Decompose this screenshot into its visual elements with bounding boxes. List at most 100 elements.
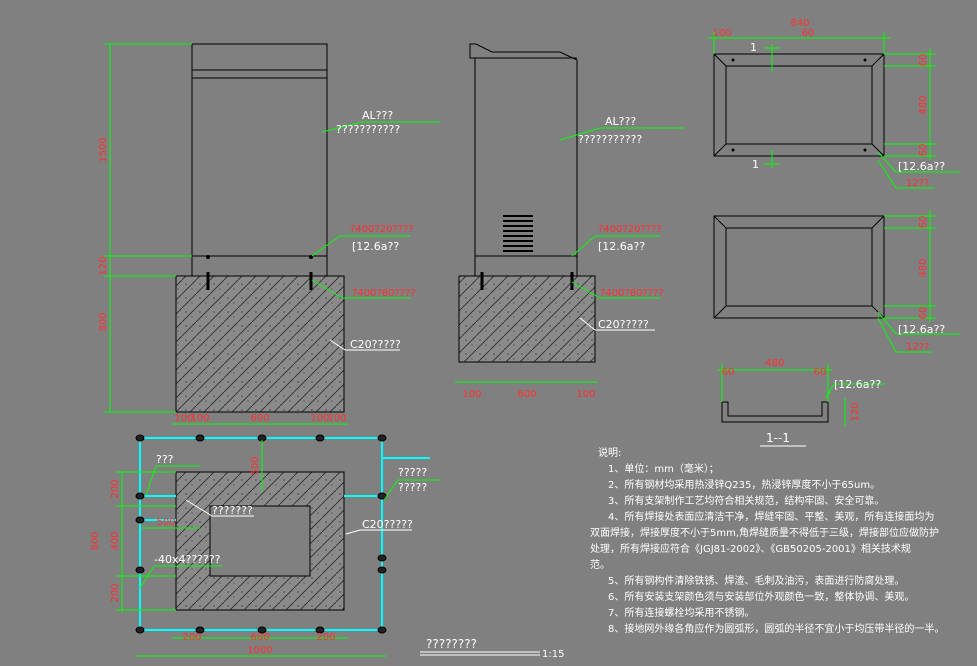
- box-label: AL???: [362, 109, 393, 122]
- note-line: 1、单位：mm（毫米）；: [608, 462, 719, 475]
- leader-line: [321, 121, 363, 133]
- plan-view: 800 200 400 200 500 500 200 600 200 1000…: [90, 434, 564, 660]
- frame-inner: [725, 65, 873, 145]
- plan-opening: [209, 505, 311, 577]
- channel-label: [12.6a??: [898, 160, 945, 173]
- frame-outer: [713, 53, 885, 157]
- note-line: 双面焊接，焊接厚度不小于5mm,角焊缝质量不得低于三级，焊接部位应做防护: [590, 526, 939, 539]
- dim-label: 200: [110, 583, 121, 602]
- dim-label: 500: [156, 517, 175, 528]
- ground-electrodes: [135, 434, 387, 634]
- leader-line: [877, 159, 897, 189]
- front-view: 1500 120 800 100 100 600 100 100 AL??? ?…: [98, 43, 440, 425]
- section-title: 1--1: [766, 431, 790, 445]
- concrete-label: C20?????: [350, 338, 401, 351]
- dim-label: 800: [90, 531, 101, 550]
- electrode-icon: [135, 566, 145, 574]
- dim-label: 60: [918, 307, 929, 320]
- dim-label: 840: [790, 18, 809, 29]
- leader-line: [139, 565, 155, 589]
- bolt-bottom-label: ?400?80????: [352, 288, 416, 299]
- frame-corner: [713, 305, 727, 319]
- frame-corner: [713, 143, 727, 157]
- dim-label: 100: [174, 413, 193, 424]
- box-sub-label: ???????????: [578, 133, 642, 146]
- dim-label: 100: [576, 389, 595, 400]
- dim-label: 1000: [247, 645, 272, 656]
- leader-line: [383, 479, 399, 501]
- channel-label: [12.6a??: [898, 323, 945, 336]
- frame-corner: [713, 215, 727, 229]
- dim-label: 800: [98, 312, 109, 331]
- ground-electrode-label: ???: [156, 453, 174, 466]
- channel-label: [12.6a??: [834, 378, 881, 391]
- dim-label: 100: [190, 413, 209, 424]
- concrete-label: C20?????: [362, 518, 413, 531]
- electrode-icon: [377, 434, 387, 442]
- dim-label: 100: [327, 413, 346, 424]
- dim-label: 500: [250, 456, 261, 475]
- plan-title: ????????: [426, 637, 477, 651]
- electrode-icon: [195, 626, 205, 634]
- inner-label: ???????: [212, 504, 253, 517]
- leader-line: [311, 279, 343, 299]
- front-box: [191, 43, 328, 257]
- notes-block: 说明: 1、单位：mm（毫米）； 2、所有钢材均采用热浸锌Q235，热浸锌厚度不…: [590, 446, 944, 635]
- dim-label: 400: [110, 531, 121, 550]
- electrode-icon: [257, 626, 267, 634]
- bolt-top-label: ?400?20????: [350, 224, 414, 235]
- electrode-icon: [377, 492, 387, 500]
- bolt-hole-icon: [863, 58, 867, 62]
- frame-corner: [871, 143, 885, 157]
- dim-label: 60: [918, 54, 929, 67]
- leader-line: [877, 317, 897, 353]
- note-line: 2、所有钢材均采用热浸锌Q235，热浸锌厚度不小于65um。: [608, 478, 880, 491]
- electrode-icon: [377, 626, 387, 634]
- channel-sub-label: 12??: [906, 342, 929, 353]
- leader-line: [145, 465, 157, 496]
- electrode-icon: [135, 516, 145, 524]
- dim-label: 480: [918, 95, 929, 114]
- leader-line: [185, 499, 213, 517]
- bolt-icon: [206, 255, 210, 259]
- dim-label: 60: [918, 216, 929, 229]
- frame-bottom: 60 480 60 [12.6a?? 12??: [713, 210, 960, 353]
- dim-label: 480: [765, 358, 784, 369]
- dim-label: 600: [250, 632, 269, 643]
- electrode-icon: [315, 626, 325, 634]
- flat-steel-label: -40x4??????: [154, 553, 221, 566]
- bolt-hole-icon: [731, 148, 735, 152]
- leader-line: [579, 317, 596, 331]
- leader-line: [329, 339, 346, 351]
- note-line: 范。: [590, 558, 610, 571]
- frame-corner: [713, 53, 727, 67]
- note-line: 4、所有焊接处表面应清洁干净，焊缝牢固、平整、美观，所有连接面均为: [608, 510, 934, 523]
- dim-label: 60: [814, 367, 827, 378]
- note-line: 3、所有支架制作工艺均符合相关规范，结构牢固、安全可靠。: [608, 494, 884, 507]
- electrode-icon: [195, 434, 205, 442]
- dim-label: 120: [850, 402, 861, 421]
- leader-line: [825, 383, 835, 399]
- side-box: [469, 43, 578, 257]
- bolt-hole-icon: [863, 148, 867, 152]
- note-line: 处理，所有焊接应符合《JGJ81-2002》、《GB50205-2001》相关技…: [590, 542, 911, 555]
- dim-label: 200: [316, 632, 335, 643]
- electrode-icon: [135, 434, 145, 442]
- frame-corner: [871, 53, 885, 67]
- dim-label: 480: [918, 258, 929, 277]
- side-foundation: [458, 275, 596, 363]
- dim-label: 200: [110, 479, 121, 498]
- electrode-icon: [315, 434, 325, 442]
- note-line: 8、接地网外缘各角应作为圆弧形，圆弧的半径不宜小于均压带半径的一半。: [608, 622, 944, 635]
- side-stand: [474, 255, 578, 277]
- electrode-icon: [377, 554, 387, 562]
- dim-label: 60: [802, 28, 815, 39]
- notes-heading: 说明:: [598, 446, 621, 459]
- bolt-hole-icon: [731, 58, 735, 62]
- dim-label: 100: [712, 28, 731, 39]
- frame-corner: [871, 215, 885, 229]
- bolt-bottom-label: ?400?80????: [600, 288, 664, 299]
- channel-sub-label: 12??: [906, 178, 929, 189]
- dim-label: 60: [722, 367, 735, 378]
- electrode-icon: [377, 566, 387, 574]
